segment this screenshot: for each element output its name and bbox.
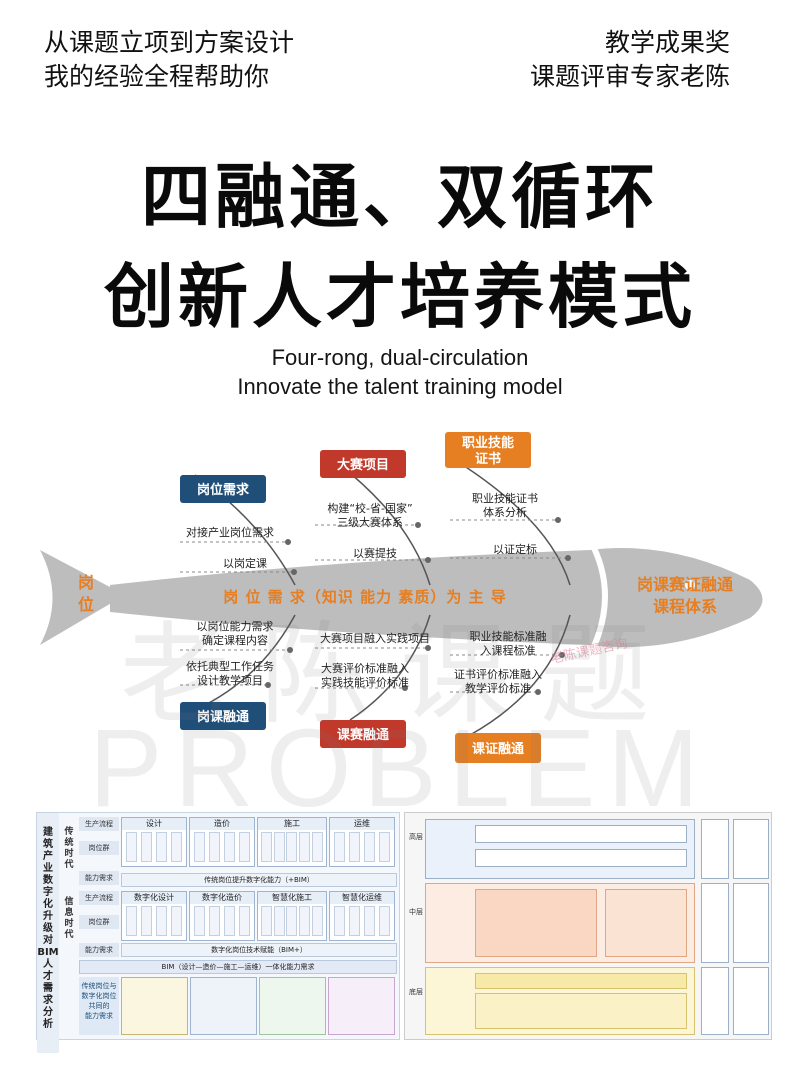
- bottom-box-label-1: 岗课融通: [197, 709, 249, 725]
- box-job-course: [180, 702, 266, 730]
- english-subtitle-line-1: Four-rong, dual-circulation: [271, 345, 529, 370]
- fish-gill: [587, 538, 608, 657]
- box-certificate: [445, 432, 531, 468]
- promo-text-right: 教学成果奖 课题评审专家老陈: [530, 26, 730, 94]
- item-top-3a1: 职业技能证书: [472, 491, 538, 505]
- item-bottom-1a1: 以岗位能力需求: [197, 619, 274, 633]
- english-subtitle-line-2: Innovate the talent training model: [237, 374, 563, 399]
- group-operation: 运维: [329, 817, 395, 867]
- item-bottom-3b2: 教学评价标准: [465, 681, 531, 695]
- rib-top-3: [454, 459, 571, 586]
- row-label: 能力需求: [79, 871, 119, 885]
- footer-label: 传统岗位与 数字化岗位 共同的 能力需求: [79, 977, 119, 1035]
- layer-diagram: 高层 中层 底层: [404, 812, 772, 1040]
- main-title-line-1: 四融通、双循环: [141, 156, 659, 238]
- diagram-row-label: 中层: [409, 908, 423, 916]
- era-information: 信 息 时 代: [64, 897, 74, 940]
- branch-lines: [180, 519, 565, 693]
- award-line: 教学成果奖: [604, 28, 730, 57]
- head-label-1: 岗课赛证融通: [637, 575, 733, 594]
- bim-demand-table: 建 筑 产 业 数 字 化 升 级 对 BIM 人 才 需 求 分 析 传 统 …: [36, 812, 400, 1053]
- fish-eye: [685, 580, 695, 590]
- head-label-2: 课程体系: [653, 597, 717, 616]
- group-design: 设计: [121, 817, 187, 867]
- top-box-label-2: 大赛项目: [337, 457, 389, 473]
- spine-label: 岗 位 需 求（知识 能力 素质）为 主 导: [223, 588, 507, 606]
- bottom-box-label-2: 课赛融通: [337, 727, 389, 743]
- box-job-demand: [180, 475, 266, 503]
- bar-info: 数字化岗位技术赋能（BIM+）: [121, 943, 397, 957]
- item-top-2a1: 构建“校-省-国家”: [327, 501, 412, 515]
- rib-bottom-2: [349, 614, 431, 721]
- item-bottom-3a2: 入课程标准: [481, 643, 536, 657]
- item-bottom-1b1: 依托典型工作任务: [186, 659, 274, 673]
- item-top-2a2: 三级大赛体系: [337, 515, 403, 529]
- bar-full: BIM（设计—造价—施工—运维）一体化能力需求: [79, 960, 397, 974]
- diagram-row-label: 高层: [409, 833, 423, 841]
- bar-traditional: 传统岗位提升数字化能力（+BIM）: [121, 873, 397, 887]
- top-box-label-1: 岗位需求: [197, 482, 250, 498]
- promo-text-left: 从课题立项到方案设计 我的经验全程帮助你: [44, 26, 294, 94]
- item-top-1a: 对接产业岗位需求: [186, 525, 274, 539]
- group-digital-cost: 数字化造价: [189, 891, 255, 941]
- item-bottom-3a1: 职业技能标准融: [470, 629, 547, 643]
- box-competition: [320, 450, 406, 478]
- row-label: 生产流程: [79, 817, 119, 831]
- diagram-row-label: 底层: [409, 988, 423, 996]
- promo-line-2: 我的经验全程帮助你: [44, 62, 270, 91]
- group-smart-operation: 智慧化运维: [329, 891, 395, 941]
- main-title-line-2: 创新人才培养模式: [104, 256, 696, 338]
- row-label: 岗位群: [79, 915, 119, 929]
- item-bottom-2a: 大赛项目融入实践项目: [320, 631, 430, 645]
- group-smart-construction: 智慧化施工: [257, 891, 327, 941]
- item-bottom-1b2: 设计教学项目: [197, 673, 263, 687]
- group-digital-design: 数字化设计: [121, 891, 187, 941]
- item-bottom-2b2: 实践技能评价标准: [321, 675, 409, 689]
- footer-cells: [121, 977, 395, 1035]
- promo-line-1: 从课题立项到方案设计: [44, 28, 295, 57]
- table-side-title: 建 筑 产 业 数 字 化 升 级 对 BIM 人 才 需 求 分 析: [37, 813, 59, 1053]
- tail-label-2: 位: [78, 595, 94, 614]
- tail-label-1: 岗: [78, 573, 94, 592]
- row-label: 岗位群: [79, 841, 119, 855]
- era-traditional: 传 统 时 代: [64, 827, 74, 870]
- bottom-box-label-3: 课证融通: [472, 741, 524, 757]
- item-bottom-2b1: 大赛评价标准融入: [321, 661, 409, 675]
- top-box-label-3b: 证书: [475, 451, 501, 467]
- fish-tail: [40, 550, 125, 645]
- item-top-2b: 以赛提技: [353, 546, 397, 560]
- row-label: 能力需求: [79, 943, 119, 957]
- top-box-label-3a: 职业技能: [462, 435, 514, 451]
- box-course-competition: [320, 720, 406, 748]
- item-top-1b: 以岗定课: [223, 556, 267, 570]
- box-course-certificate: [455, 733, 541, 763]
- group-cost: 造价: [189, 817, 255, 867]
- expert-line: 课题评审专家老陈: [529, 62, 730, 91]
- group-construction: 施工: [257, 817, 327, 867]
- item-bottom-3b1: 证书评价标准融入: [454, 667, 542, 681]
- fishbone-diagram: 岗位需求 大赛项目 职业技能 证书 岗课融通 课赛融通 课证融通 对接产业岗位需…: [40, 432, 763, 763]
- row-label: 生产流程: [79, 891, 119, 905]
- item-bottom-1a2: 确定课程内容: [202, 633, 268, 647]
- rib-bottom-3: [469, 614, 571, 736]
- item-top-3b: 以证定标: [493, 542, 537, 556]
- item-top-3a2: 体系分析: [483, 505, 527, 519]
